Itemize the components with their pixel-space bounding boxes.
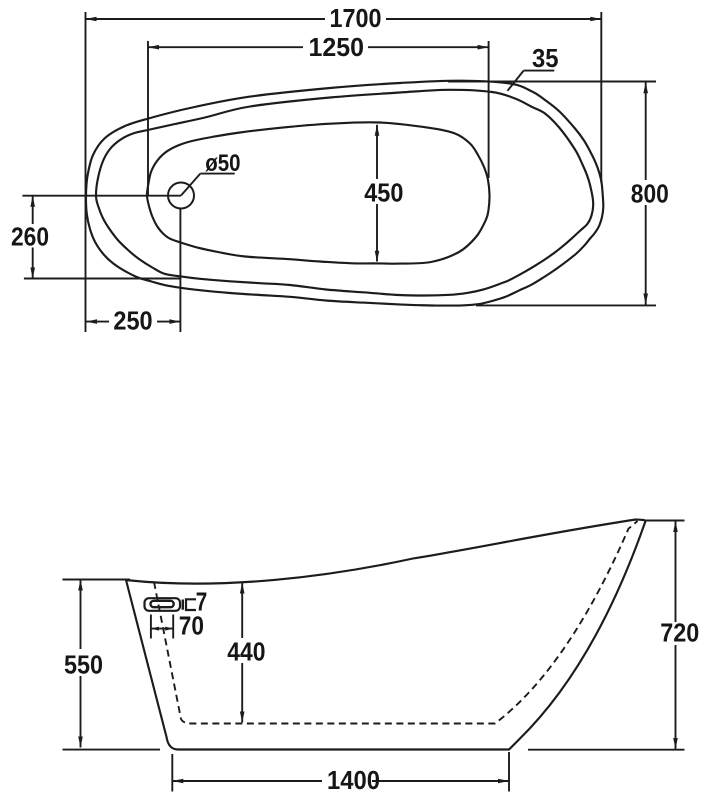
svg-text:450: 450 xyxy=(364,177,403,207)
svg-text:70: 70 xyxy=(179,611,204,641)
svg-text:1250: 1250 xyxy=(309,32,365,62)
svg-text:720: 720 xyxy=(660,618,699,648)
svg-text:250: 250 xyxy=(113,305,152,335)
svg-text:440: 440 xyxy=(227,637,265,667)
svg-text:ø50: ø50 xyxy=(205,150,240,177)
svg-text:1700: 1700 xyxy=(330,3,382,33)
svg-text:7: 7 xyxy=(196,587,208,617)
svg-text:35: 35 xyxy=(532,43,559,73)
svg-text:1400: 1400 xyxy=(327,765,380,795)
svg-text:550: 550 xyxy=(64,650,103,680)
svg-text:800: 800 xyxy=(631,179,669,209)
svg-text:260: 260 xyxy=(11,221,49,251)
